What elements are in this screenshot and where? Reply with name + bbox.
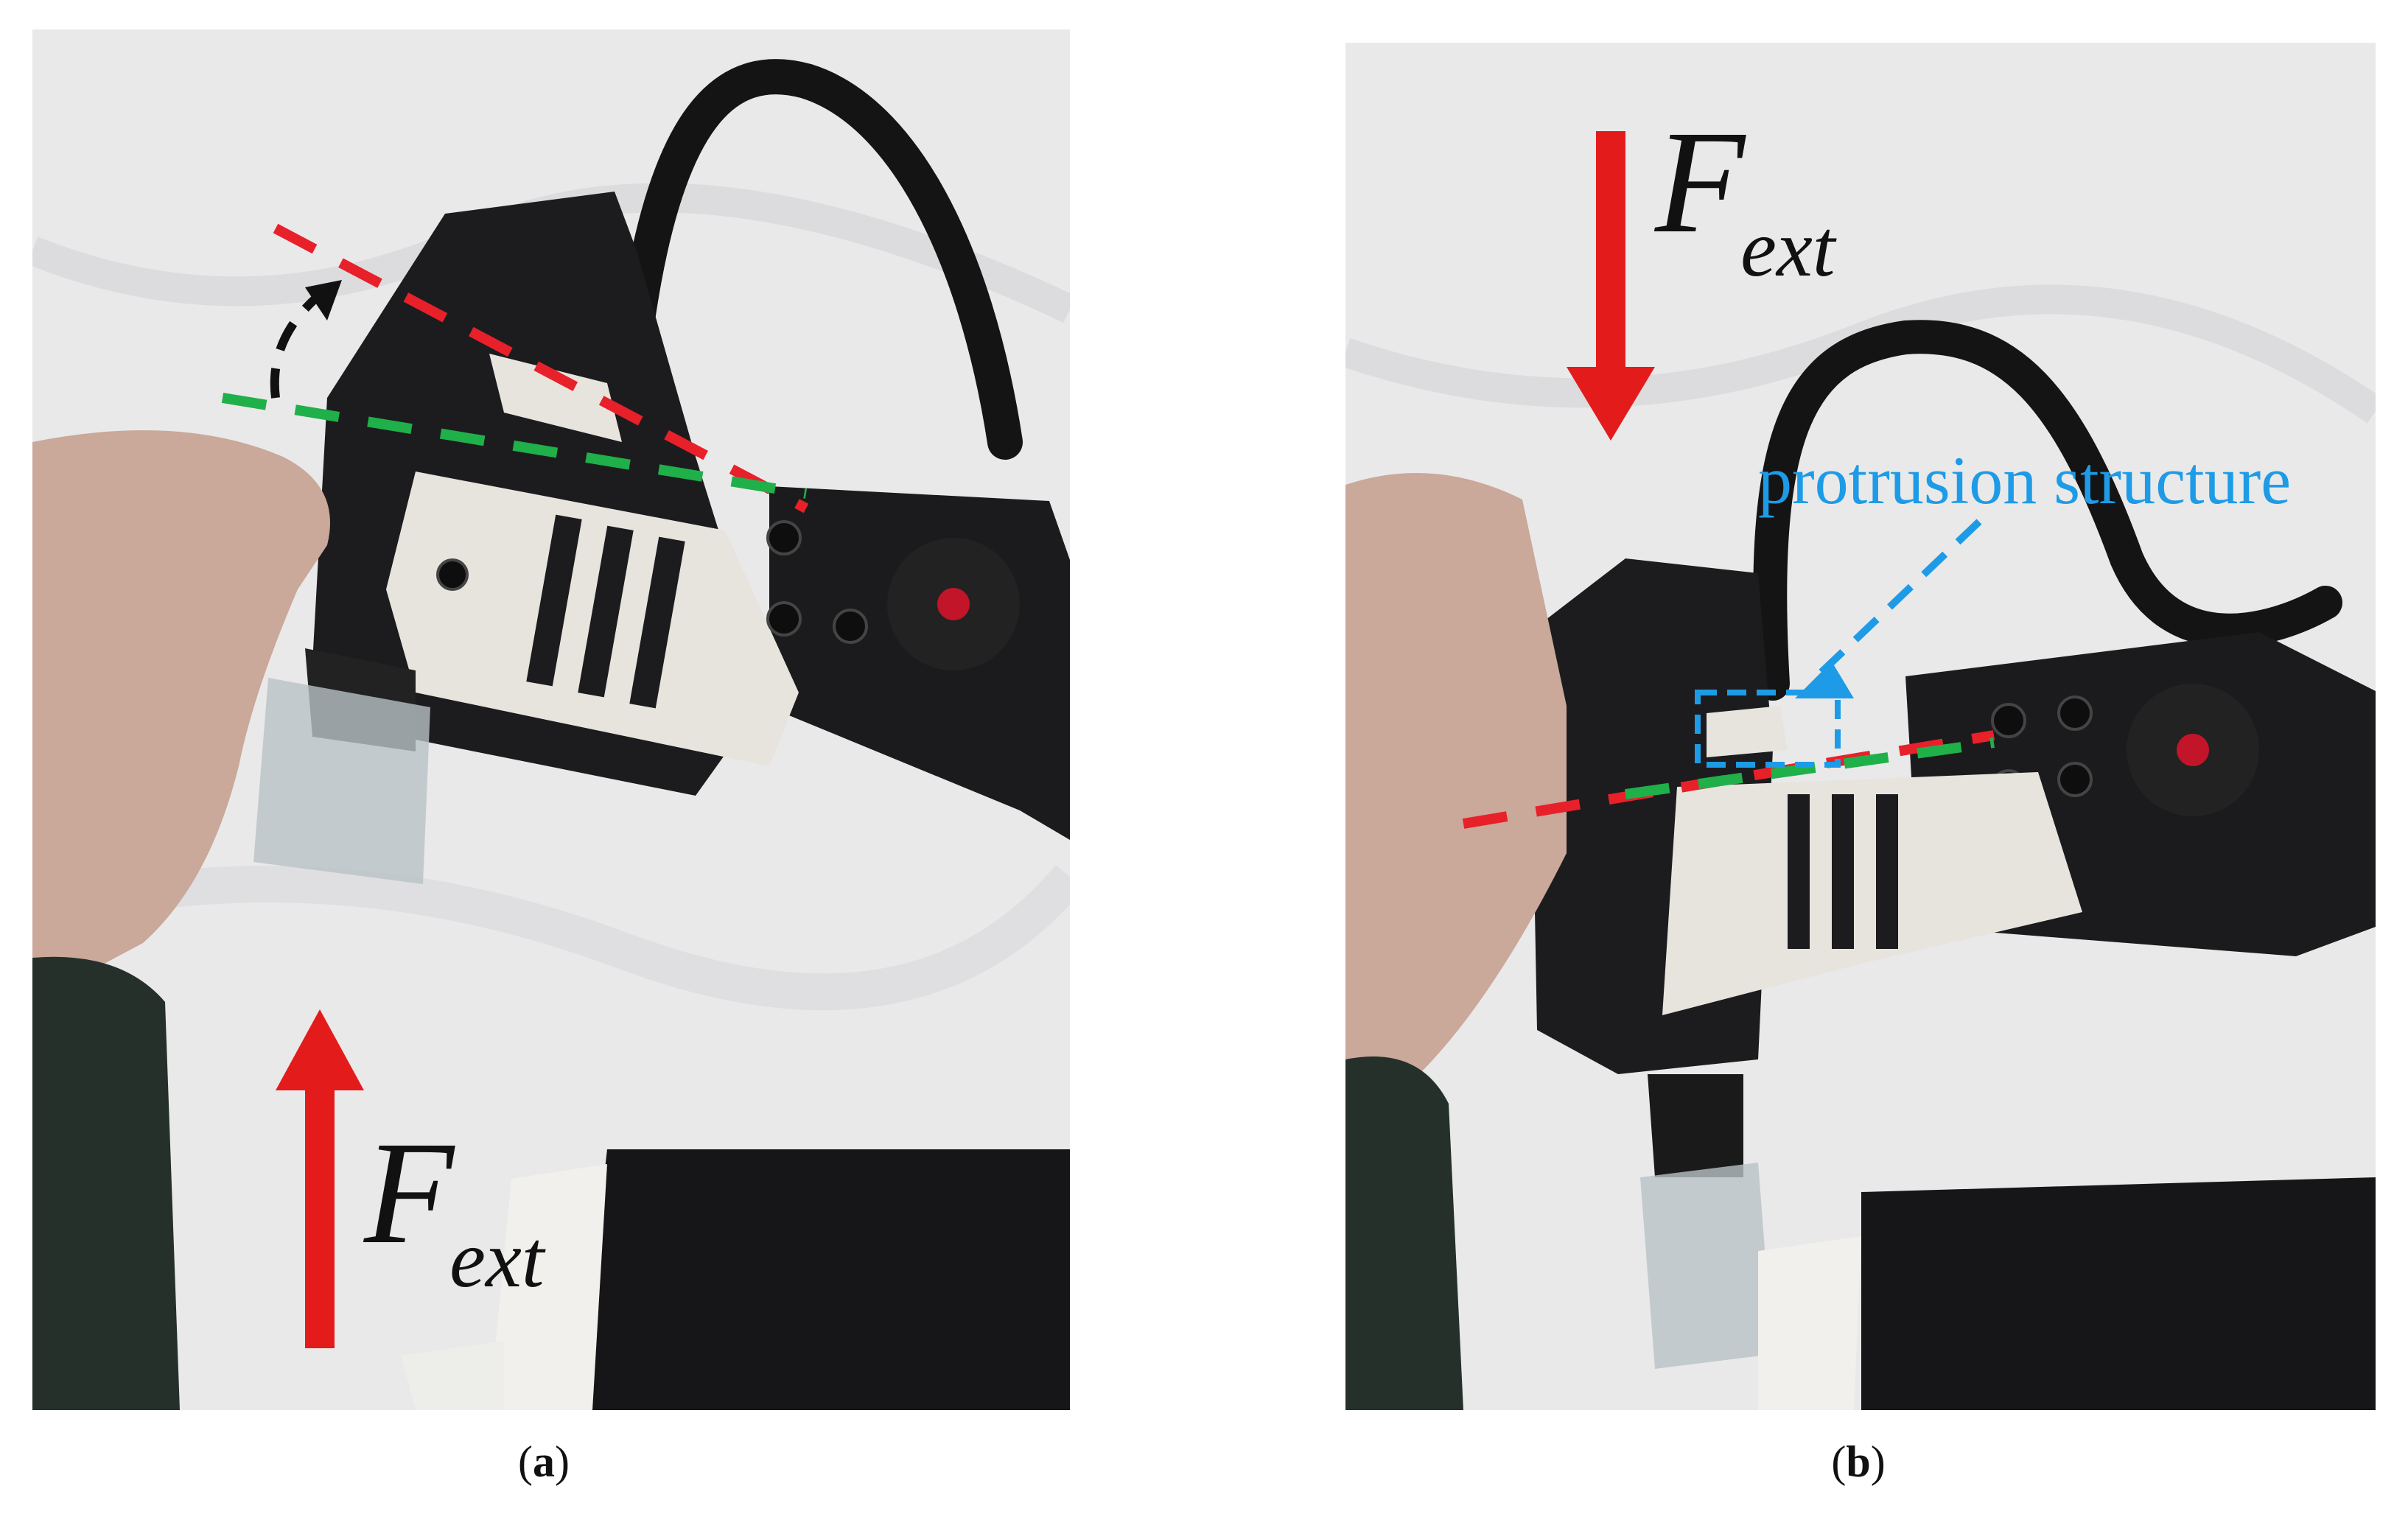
hand <box>32 430 330 1002</box>
base-servo <box>1861 1177 2376 1410</box>
protrusion-highlight-box <box>1695 690 1841 768</box>
force-arrowhead-up <box>276 1009 364 1090</box>
force-arrowhead-down <box>1567 367 1655 441</box>
transparent-cap <box>253 678 430 884</box>
tilted-reference-line <box>1462 730 1995 829</box>
lens-housing <box>1648 1074 1743 1177</box>
photo-panel-b: Fext protrusion structure <box>1345 43 2376 1410</box>
caption-a: (a) <box>518 1437 570 1486</box>
force-label-b: Fext <box>1655 101 1835 293</box>
protrusion-pointer-line <box>1814 519 1982 679</box>
hand <box>1345 473 1567 1111</box>
horizontal-reference-line <box>221 393 808 499</box>
force-arrow-shaft <box>1596 131 1625 389</box>
cable <box>1753 320 2342 701</box>
force-label-a: Fext <box>364 1112 545 1304</box>
cable <box>619 59 1023 460</box>
photo-panel-a: Fext <box>32 29 1070 1410</box>
rotation-arrowhead <box>305 280 342 320</box>
protrusion <box>1707 706 1788 757</box>
flexure-plate <box>1662 772 2082 1015</box>
transparent-cap <box>1640 1163 1773 1369</box>
rotation-arrow <box>270 291 323 399</box>
tilted-reference-line <box>273 223 809 514</box>
protrusion-pointer-arrowhead <box>1795 662 1854 698</box>
photo-scene-b <box>1345 131 2376 1410</box>
force-arrow-shaft <box>305 1083 335 1348</box>
horizontal-reference-line <box>1625 737 1995 799</box>
protrusion-structure-label: protrusion structure <box>1758 443 2292 518</box>
robot-arm-link <box>769 486 1070 840</box>
caption-b: (b) <box>1831 1437 1886 1486</box>
base-servo <box>578 1149 1070 1410</box>
photo-scene-a <box>32 59 1070 1410</box>
